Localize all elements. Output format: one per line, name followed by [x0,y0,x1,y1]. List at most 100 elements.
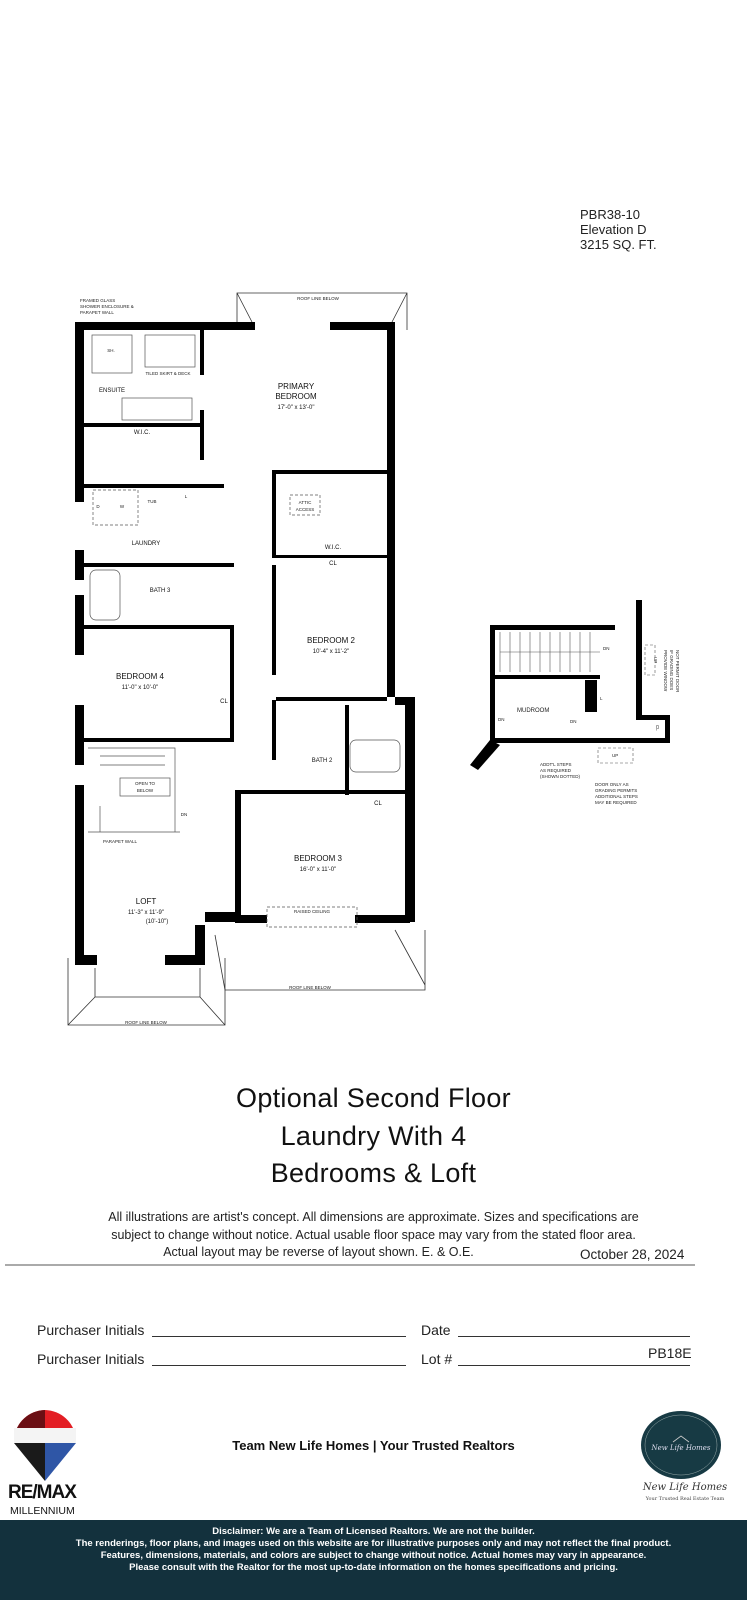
footer-disclaimer: Disclaimer: We are a Team of Licensed Re… [0,1520,747,1600]
room-bath-2: BATH 2 [312,758,333,764]
logo-name: New Life Homes [650,1444,710,1452]
steps-note: ADDT'L STEPS [540,762,571,767]
footer-line: Features, dimensions, materials, and col… [100,1550,647,1561]
lot-label: Lot # [421,1351,453,1367]
purchaser-initials-field-1[interactable] [152,1322,406,1337]
dryer-label: D [96,504,100,509]
window-note: PROVIDE WINDOW [663,650,668,692]
room-primary-bedroom: PRIMARY [278,382,315,391]
shower-note: SHOWER ENCLOSURE & [80,304,134,309]
plan-title-line-3: Bedrooms & Loft [270,1158,477,1188]
door-note: GRADING PERMITS [595,788,637,793]
window-note: NOT PERMIT DOOR [675,650,680,693]
open-to-below-note: BELOW [137,788,154,793]
mudroom-plan: MUDROOM DN DN DN UP UP CL L PROVIDE WIND… [470,600,680,805]
room-size: (10'-10") [146,919,169,925]
stairs-down-label: DN [603,646,610,651]
room-ensuite: ENSUITE [99,388,125,394]
stairs-down-label: DN [181,812,188,817]
attic-note: ACCESS [296,507,315,512]
new-life-homes-subtitle: Your Trusted Real Estate Team [645,1496,725,1502]
plan-notes: ROOF LINE BELOW FRAMED GLASS SHOWER ENCL… [80,296,340,1025]
purchaser-initials-label: Purchaser Initials [37,1351,145,1367]
steps-note: (SHOWN DOTTED) [540,774,580,779]
footer-line: The renderings, floor plans, and images … [75,1538,672,1549]
room-wic: W.I.C. [325,545,342,551]
linen-label: L [600,696,603,701]
room-labels: PRIMARY BEDROOM 17'-0" x 13'-0" ENSUITE … [99,382,383,925]
roof-line-note: ROOF LINE BELOW [297,296,340,301]
shower-note: PARAPET WALL [80,310,114,315]
room-bedroom-2: BEDROOM 2 [307,636,356,645]
roof-lines [67,292,426,1026]
washer-label: W [120,504,125,509]
footer-line: Please consult with the Realtor for the … [129,1562,618,1573]
door-note: ADDITIONAL STEPS [595,794,638,799]
roof-line-note: ROOF LINE BELOW [125,1020,168,1025]
room-primary-bedroom: BEDROOM [275,392,317,401]
roof-line-note: ROOF LINE BELOW [289,985,332,990]
raised-ceiling-note: RAISED CEILING [294,909,331,914]
date-label: Date [421,1322,451,1338]
model-number: PBR38-10 [580,207,640,222]
door-note: MAY BE REQUIRED [595,800,637,805]
room-closet: CL [655,725,660,731]
floor-plan: ROOF LINE BELOW FRAMED GLASS SHOWER ENCL… [67,292,680,1026]
stairs-down-label: DN [498,717,505,722]
room-bedroom-4: BEDROOM 4 [116,672,165,681]
room-closet: CL [220,699,228,705]
square-footage: 3215 SQ. FT. [580,237,657,252]
room-closet: CL [374,801,382,807]
plan-disclaimer: All illustrations are artist's concept. … [60,1209,687,1262]
room-size: 10'-4" x 11'-2" [313,649,349,655]
lot-field[interactable] [458,1351,690,1366]
door-note: DOOR ONLY AS [595,782,629,787]
shower-note: FRAMED GLASS [80,298,115,303]
room-bath-3: BATH 3 [150,588,171,594]
room-laundry: LAUNDRY [132,541,161,547]
room-bedroom-3: BEDROOM 3 [294,854,343,863]
steps-note: AS REQUIRED [540,768,572,773]
stairs-up-label: UP [612,753,618,758]
purchaser-initials-field-2[interactable] [152,1351,406,1366]
room-size: 16'-0" x 11'-0" [300,867,336,873]
room-mudroom: MUDROOM [517,708,549,714]
shower-label: SH. [107,348,115,353]
plan-date: October 28, 2024 [580,1247,685,1262]
stairs-down-label: DN [570,719,577,724]
room-size: 11'-3" x 11'-9" [128,910,164,916]
disclaimer-line: All illustrations are artist's concept. … [108,1210,639,1224]
room-closet: CL [329,561,337,567]
purchaser-initials-label: Purchaser Initials [37,1322,145,1338]
room-wic: W.I.C. [134,430,151,436]
window-note: IF GRADING DOES [669,650,674,690]
remax-subtitle: MILLENNIUM [10,1505,75,1517]
team-tagline: Team New Life Homes | Your Trusted Realt… [232,1438,515,1453]
plan-title-line-2: Laundry With 4 [280,1121,467,1151]
divider [5,1264,695,1266]
disclaimer-line: Actual layout may be reverse of layout s… [163,1245,474,1259]
stairs-up-label: UP [653,657,658,663]
attic-note: ATTIC [299,500,312,505]
tub-label: TUB [148,499,157,504]
footer-line: Disclaimer: We are a Team of Licensed Re… [212,1526,535,1537]
plan-title-line-1: Optional Second Floor [236,1083,511,1113]
new-life-homes-logo: New Life Homes [641,1411,721,1479]
model-info: PBR38-10 Elevation D 3215 SQ. FT. [580,207,657,252]
date-field[interactable] [458,1322,690,1337]
elevation: Elevation D [580,222,647,237]
fixtures [88,334,401,928]
new-life-homes-name: New Life Homes [642,1482,728,1493]
lot-value: PB18E [648,1345,692,1361]
remax-wordmark: RE/MAX [8,1482,77,1503]
open-to-below-note: OPEN TO [135,781,156,786]
room-size: 17'-0" x 13'-0" [278,405,315,411]
disclaimer-line: subject to change without notice. Actual… [111,1227,636,1242]
tub-note: TILED SKIRT & DECK [145,371,190,376]
walls [75,322,415,965]
parapet-note: PARAPET WALL [103,839,137,844]
remax-balloon-logo [14,1410,76,1481]
room-loft: LOFT [136,897,157,906]
linen-label: L [185,494,188,499]
room-size: 11'-0" x 10'-0" [122,685,158,691]
